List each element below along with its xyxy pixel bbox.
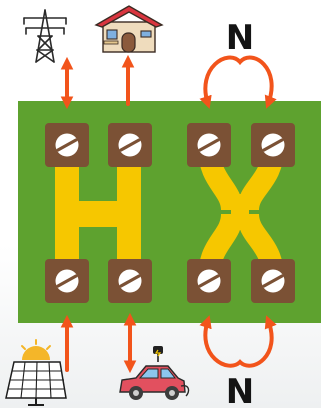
neutral-label-top: N bbox=[226, 18, 254, 58]
electric-car-icon bbox=[119, 346, 190, 400]
neutral-bottom-arrow bbox=[199, 315, 277, 368]
terminal-block-bottom-1[interactable] bbox=[45, 259, 89, 303]
terminal-block-top-1[interactable] bbox=[45, 123, 89, 167]
h-bus-bar bbox=[55, 148, 141, 278]
arrows-bottom bbox=[60, 312, 277, 374]
solar-panel-icon bbox=[5, 339, 67, 406]
power-grid-tower-icon bbox=[23, 9, 67, 63]
terminal-block-top-2[interactable] bbox=[108, 123, 152, 167]
terminal-block-bottom-4[interactable] bbox=[251, 259, 295, 303]
terminal-block-top-3[interactable] bbox=[187, 123, 231, 167]
neutral-top-arrow bbox=[199, 55, 277, 109]
terminal-block-bottom-2[interactable] bbox=[108, 259, 152, 303]
house-icon bbox=[94, 5, 164, 53]
neutral-label-bottom: N bbox=[226, 372, 254, 408]
arrows-top bbox=[60, 54, 277, 110]
terminal-block-top-4[interactable] bbox=[251, 123, 295, 167]
terminal-block-bottom-3[interactable] bbox=[187, 259, 231, 303]
